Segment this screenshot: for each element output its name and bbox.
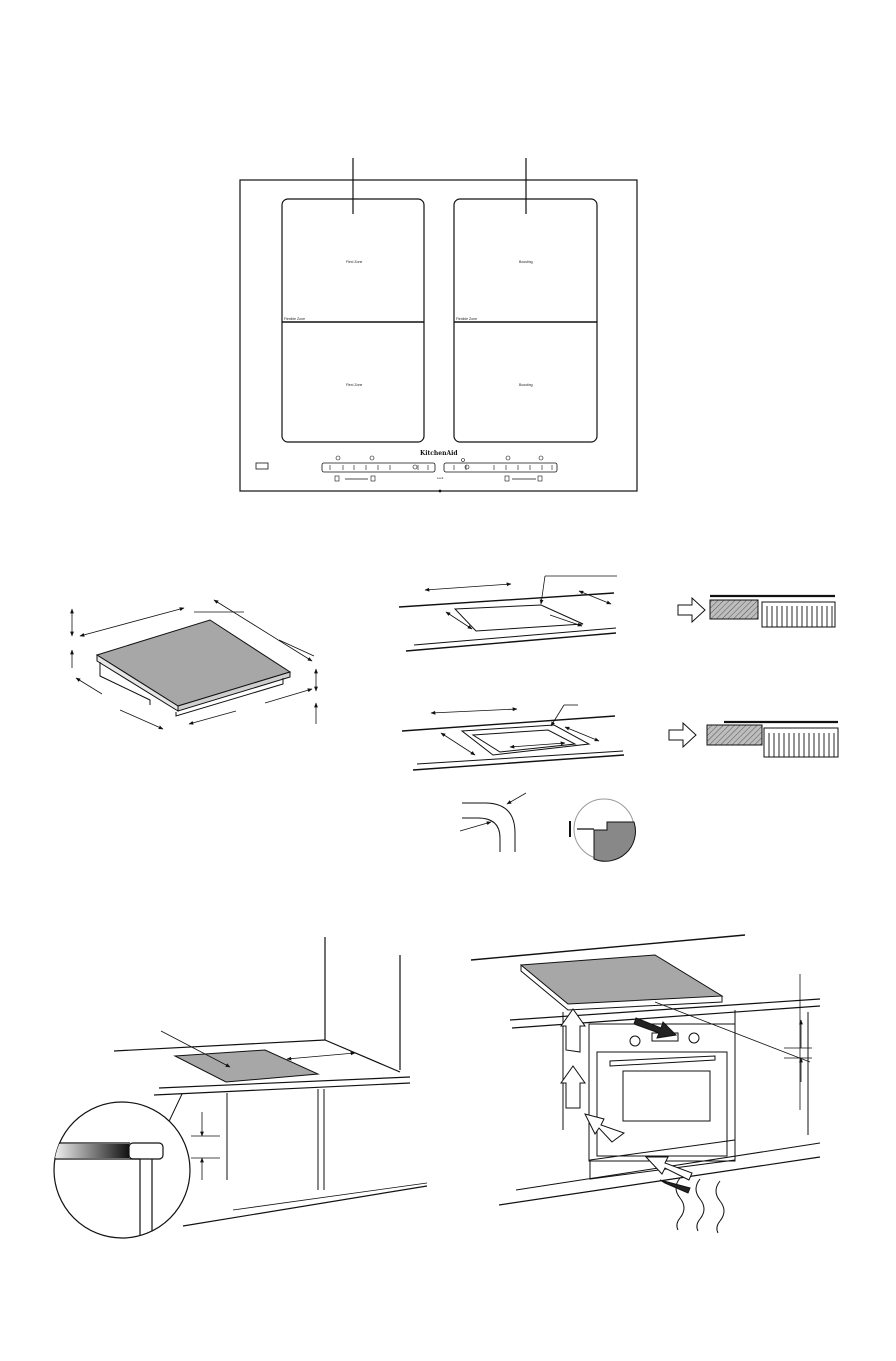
control-center-label: Lock [437, 476, 444, 480]
flush-mount-detail [677, 594, 836, 628]
airflow-heat-arrow [659, 1179, 691, 1194]
airflow-diagonal-arrow [584, 1113, 626, 1143]
oven-knob [629, 1035, 641, 1047]
zone-label-left-bottom: Flexi Zone [346, 383, 362, 387]
zone-label-left-divider: Flexible Zone [284, 317, 305, 321]
ventilation-view [470, 934, 821, 1234]
insertion-arrow [677, 596, 706, 624]
oven-drawer [589, 1139, 736, 1180]
brand-logo: KitchenAid [420, 450, 458, 457]
timer-icon [505, 455, 511, 461]
zone-label-right-top: Boosting [519, 260, 533, 264]
edge-profile-detail [569, 798, 636, 862]
cooktop-labels: Flexi Zone Flexi Zone Boosting Boosting … [284, 260, 533, 480]
airflow-up-arrow [560, 1008, 586, 1053]
zone-label-left-top: Flexi Zone [346, 260, 362, 264]
hob-in-counter [173, 1049, 320, 1083]
corner-radius-detail [459, 792, 527, 852]
control-strip-right [443, 462, 558, 473]
cooktop-outline [239, 179, 638, 492]
recessed-mount-detail [668, 720, 839, 758]
lock-icon [461, 458, 465, 462]
cooktop-top-view [239, 158, 638, 493]
wall-clearance-view [113, 937, 428, 1227]
cutout-recessed-view [401, 704, 625, 771]
timer-icon [538, 455, 544, 461]
airflow-intake-arrow [644, 1156, 693, 1181]
oven-window [622, 1070, 711, 1122]
airflow-out-arrow [633, 1017, 678, 1039]
oven-handle [609, 1055, 716, 1067]
oven-knob [688, 1032, 700, 1044]
zone-label-right-divider: Flexible Zone [456, 317, 477, 321]
edge-magnifier [53, 1101, 191, 1239]
insertion-arrow [668, 721, 697, 749]
oven-door [596, 1051, 728, 1157]
hob-dimensions-view [70, 599, 318, 730]
timer-icon [335, 455, 341, 461]
zone-label-right-bottom: Boosting [519, 383, 533, 387]
airflow-arrows [560, 1008, 693, 1194]
hob-glass-top [95, 619, 292, 707]
airflow-up-arrow [560, 1065, 586, 1109]
cutout-flush-view [398, 575, 617, 652]
power-indicator [255, 462, 269, 470]
timer-icon [369, 455, 375, 461]
control-strip-left [321, 462, 436, 473]
